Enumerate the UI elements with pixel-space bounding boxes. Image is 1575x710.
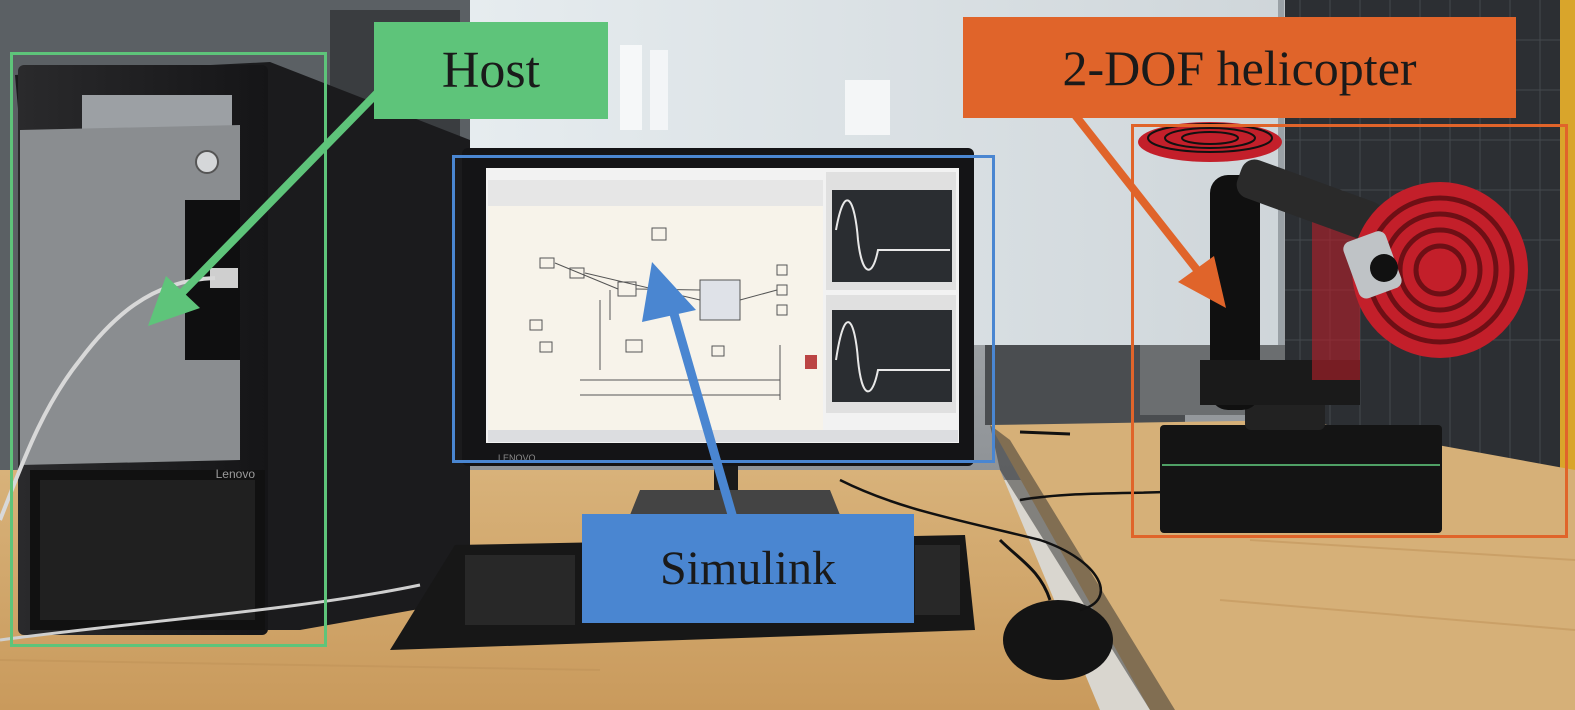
monitor-brand-text: LENOVO (498, 453, 536, 463)
simulink-label: Simulink (582, 514, 914, 623)
helicopter-base (1160, 425, 1442, 533)
scope-trace-1 (835, 199, 950, 271)
helicopter-pivot-arm (1210, 175, 1260, 410)
helicopter-beam (1236, 159, 1384, 241)
power-button-icon (195, 150, 219, 174)
taskbar (488, 430, 958, 442)
scope-trace-2 (835, 321, 950, 393)
helicopter-label: 2-DOF helicopter (963, 17, 1516, 118)
host-label: Host (374, 22, 608, 119)
pitch-propeller-shroud (1352, 182, 1528, 358)
simulink-window (488, 180, 823, 430)
pc-brand-text: Lenovo (216, 467, 256, 481)
mouse (1003, 600, 1113, 680)
